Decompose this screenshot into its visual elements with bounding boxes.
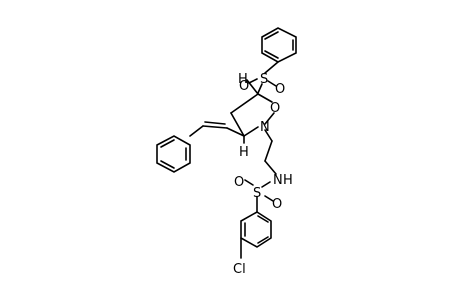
sulfonamide-s-to-o-left bbox=[244, 179, 254, 186]
phenylsulfonyl-ring bbox=[261, 27, 297, 63]
sulfonamide-s-label: S bbox=[253, 186, 261, 201]
sulfonyl-o-right-label: O bbox=[275, 82, 285, 97]
c3-to-vinyl bbox=[226, 127, 245, 137]
sulfonyl-o-left-label: O bbox=[239, 79, 249, 94]
chlorophenyl-ring bbox=[240, 211, 272, 248]
ring-n-label: N bbox=[260, 120, 270, 135]
vinyl-double-bond bbox=[202, 125, 228, 129]
chlorine-label: Cl bbox=[233, 262, 246, 277]
sulfonyl-s-to-o-right bbox=[267, 80, 277, 87]
nh-to-sulfonamide-s bbox=[261, 181, 271, 188]
ch2-to-ch2 bbox=[264, 140, 273, 162]
vinyl-to-phenyl bbox=[189, 125, 204, 137]
styryl-phenyl-ring bbox=[156, 135, 191, 173]
sulfonamide-o-left-label: O bbox=[234, 175, 244, 190]
amide-n-label: N bbox=[273, 173, 283, 188]
sulfonyl-s-label: S bbox=[260, 72, 268, 87]
isoxazolidine-ring bbox=[230, 93, 275, 137]
h3-label: H bbox=[239, 145, 249, 160]
ring-o-label: O bbox=[270, 101, 280, 116]
sulfonamide-o-right-label: O bbox=[272, 197, 282, 212]
c5-h-bond bbox=[246, 79, 259, 95]
h5-label: H bbox=[238, 72, 248, 87]
ring-to-sulfonyl-s bbox=[264, 61, 279, 74]
sulfonyl-s-to-o-left bbox=[248, 78, 258, 84]
ch2-to-nh bbox=[264, 160, 277, 175]
sulfonamide-s-to-o-right bbox=[264, 195, 274, 202]
ring-n-to-ch2 bbox=[264, 129, 273, 142]
sulfonyl-s-to-c5 bbox=[257, 83, 263, 94]
vinyl-double-bond-inner bbox=[204, 121, 226, 125]
amide-h-label: H bbox=[283, 173, 293, 188]
